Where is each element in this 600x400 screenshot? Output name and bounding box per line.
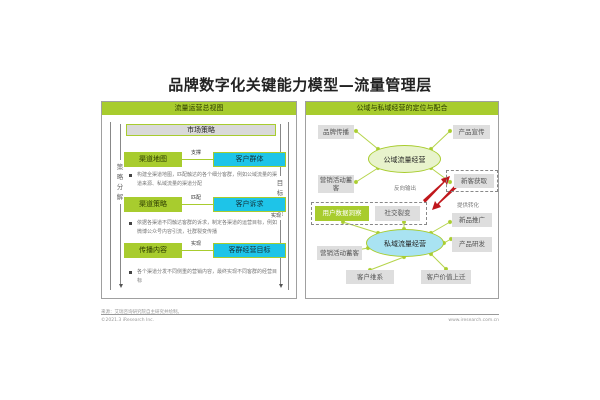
marketing-activity-private-node: 营销活动蓄客 xyxy=(317,246,362,260)
connector-line-1 xyxy=(182,159,213,160)
customer-demand-box: 客户诉求 xyxy=(213,197,286,212)
website-link[interactable]: www.iresearch.com.cn xyxy=(448,318,499,323)
customer-maintenance-node: 客户维系 xyxy=(346,270,394,284)
traffic-overview-panel: 流量运营总视图 策略分解 目标实现 市场策略 渠道地图 支撑 客户群体 构建全渠… xyxy=(101,101,297,299)
bullet-channel-map: 构建全渠道地图，匹配触达的各个细分客群，例如公域流量的渠道来源、私域流量的渠道分… xyxy=(128,171,278,189)
match-label: 匹配 xyxy=(190,194,203,201)
brand-communication-node: 品牌传播 xyxy=(318,125,354,139)
page-title: 品牌数字化关键能力模型—流量管理层 xyxy=(168,76,432,94)
strategy-decomposition-label: 策略分解 xyxy=(116,162,124,202)
support-label: 支撑 xyxy=(190,149,203,156)
product-promotion-node: 产品宣传 xyxy=(453,125,490,139)
strategy-arrow-down-icon xyxy=(118,284,123,288)
realize-label-side: 实现 xyxy=(270,212,283,219)
left-border-line xyxy=(110,122,111,290)
strategy-line-top xyxy=(120,124,121,160)
footer-divider xyxy=(101,314,499,315)
connector-line-3 xyxy=(182,250,213,251)
traffic-overview-header: 流量运营总视图 xyxy=(102,102,296,115)
new-customer-node: 新客获取 xyxy=(454,174,494,188)
right-border-line xyxy=(288,122,289,290)
bullet-channel-strategy: 依据各渠道不同触达客群的诉求，制定各渠道的运营目标，例如微博公众号内容引流，社群… xyxy=(128,219,278,237)
product-rd-node: 产品研发 xyxy=(452,237,492,252)
new-product-promo-node: 新品推广 xyxy=(452,213,492,227)
realize-label: 实现 xyxy=(190,240,203,247)
insight-fission-dashed-frame xyxy=(311,202,427,225)
customer-group-box: 客户群体 xyxy=(213,152,286,167)
customer-goal-box: 客群经营目标 xyxy=(213,243,286,258)
private-traffic-ellipse: 私域流量经营 xyxy=(366,229,444,257)
marketing-activity-public-node: 营销活动蓄客 xyxy=(318,175,354,193)
reverse-output-label: 反向输出 xyxy=(394,186,417,192)
channel-map-box: 渠道地图 xyxy=(124,152,182,167)
provide-conversion-label: 提供转化 xyxy=(457,203,480,209)
strategy-line-bottom xyxy=(120,204,121,284)
user-insight-node: 用户数据洞察 xyxy=(315,206,369,221)
social-fission-node: 社交裂变 xyxy=(375,206,420,221)
customer-value-upgrade-node: 客户价值上迁 xyxy=(421,270,471,284)
source-note: 来源：艾瑞咨询研究院自主研究并绘制。 xyxy=(101,310,182,315)
connector-line-2 xyxy=(182,204,213,205)
content-distribution-box: 传播内容 xyxy=(124,243,182,258)
public-private-panel: 公域与私域经营的定位与配合 xyxy=(305,101,499,299)
market-strategy-box: 市场策略 xyxy=(126,124,276,136)
copyright-text: ©2021.3 iResearch Inc. xyxy=(101,318,155,323)
target-arrow-down-icon xyxy=(278,284,283,288)
channel-strategy-box: 渠道策略 xyxy=(124,197,182,212)
bullet-content: 各个渠道分发不同侧重的营销内容，最终实现不同客群的经营目标 xyxy=(128,268,278,286)
public-traffic-ellipse: 公域流量经营 xyxy=(368,145,441,173)
public-private-header: 公域与私域经营的定位与配合 xyxy=(306,102,498,115)
target-line-top xyxy=(280,124,281,176)
new-customer-dashed-frame xyxy=(446,170,498,192)
